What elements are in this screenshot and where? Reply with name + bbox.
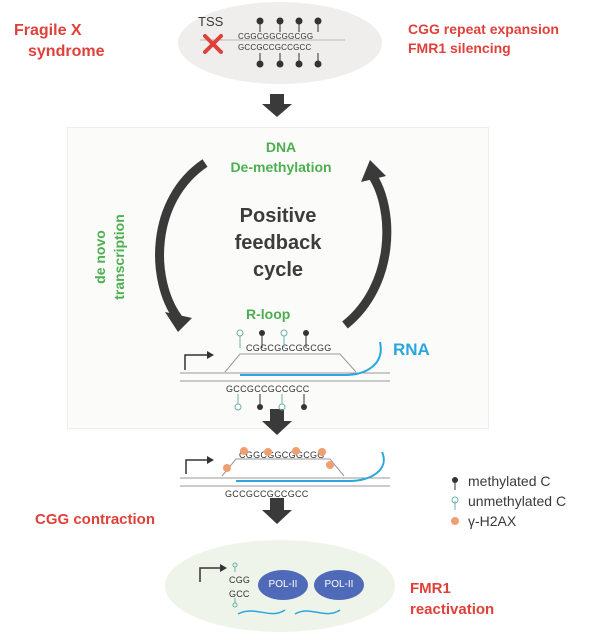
x-mark-icon bbox=[203, 34, 223, 54]
positive-feedback-cycle-title: Positive feedback cycle bbox=[198, 203, 358, 284]
bottom-locus-diagram bbox=[199, 562, 341, 615]
contraction-seq-upper: CGGCGGCGGCGG bbox=[239, 450, 325, 460]
legend-unmethylated-icon bbox=[451, 496, 459, 510]
top-seq-lower: GCCGCCGCCGCC bbox=[238, 43, 312, 52]
left-cycle-arrowhead-icon bbox=[165, 312, 192, 332]
rloop-seq-upper: CGGCGGCGGCGG bbox=[246, 343, 332, 353]
dna-demethylation-label: DNA De-methylation bbox=[216, 137, 346, 177]
legend-h2ax-icon bbox=[451, 517, 459, 525]
cycle-title-line2: feedback bbox=[234, 232, 322, 254]
demethylation-label-line2: De-methylation bbox=[230, 159, 332, 175]
legend-unmethylated-label: unmethylated C bbox=[468, 493, 567, 509]
top-seq-upper: CGGCGGCGGCGG bbox=[238, 32, 314, 41]
fmr1-silencing-line2: FMR1 silencing bbox=[408, 40, 511, 56]
rloop-seq-lower: GCCGCCGCCGCC bbox=[226, 384, 310, 394]
pol-ii-1: POL-II bbox=[258, 570, 308, 600]
bottom-cgg-label: CGG bbox=[229, 575, 251, 585]
rloop-diagram bbox=[180, 329, 390, 411]
legend-methylated-label: methylated C bbox=[468, 473, 551, 489]
fmr1-reactivation-label: FMR1 reactivation bbox=[410, 578, 494, 620]
cgg-contraction-label: CGG contraction bbox=[35, 511, 156, 528]
feedback-cycle-panel bbox=[67, 127, 489, 429]
legend-h2ax-label: γ-H2AX bbox=[468, 513, 517, 529]
right-cycle-arrow bbox=[342, 172, 392, 329]
tss-label: TSS bbox=[198, 14, 224, 29]
reactivation-line1: FMR1 bbox=[410, 580, 451, 597]
dna-label-line1: DNA bbox=[265, 139, 297, 155]
cycle-title-line3: cycle bbox=[252, 259, 304, 281]
fragile-x-line2: syndrome bbox=[28, 43, 105, 60]
cycle-title-line1: Positive bbox=[239, 205, 317, 227]
left-cycle-arrow bbox=[155, 159, 208, 321]
cgg-expansion-line1: CGG repeat expansion bbox=[408, 21, 559, 37]
fragile-x-label: Fragile X syndrome bbox=[14, 20, 104, 62]
r-loop-label: R-loop bbox=[246, 306, 291, 322]
bottom-gcc-label: GCC bbox=[229, 589, 250, 599]
contraction-seq-lower: GCCGCCGCCGCC bbox=[225, 489, 309, 499]
legend-methylated-icon bbox=[452, 477, 458, 490]
right-cycle-arrowhead-icon bbox=[361, 160, 386, 182]
rna-label: RNA bbox=[393, 340, 430, 359]
down-arrow-icon bbox=[262, 94, 292, 524]
reactivation-line2: reactivation bbox=[410, 601, 495, 618]
fragile-x-line1: Fragile X bbox=[14, 22, 82, 39]
top-methylation-pins bbox=[256, 17, 322, 68]
contraction-rloop-diagram bbox=[180, 447, 390, 487]
cgg-expansion-label: CGG repeat expansion FMR1 silencing bbox=[408, 20, 559, 58]
pol-ii-2: POL-II bbox=[314, 570, 364, 600]
